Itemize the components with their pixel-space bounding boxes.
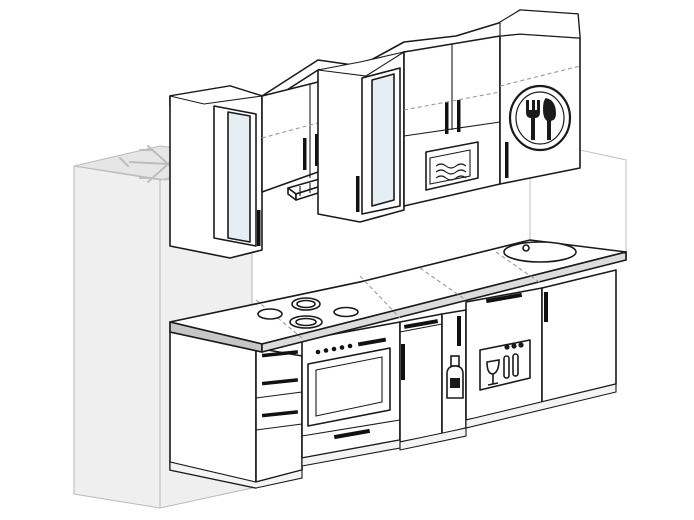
base-cabinets (169, 269, 617, 489)
hob-burner-icon (257, 297, 359, 329)
glass-cabinet-middle (317, 51, 405, 223)
bottle-icon (446, 355, 464, 399)
countertop (169, 239, 627, 353)
oven-knobs (315, 343, 353, 355)
microwave-icon (425, 141, 479, 191)
fork-knife-icon (508, 84, 572, 152)
microwave-cabinet (403, 35, 501, 207)
dishes-cabinet (499, 9, 581, 185)
dishwasher (465, 287, 543, 421)
bottle-cabinet (441, 309, 467, 435)
oven (301, 321, 401, 459)
sink-icon (503, 241, 577, 263)
dishes-icon (486, 342, 524, 386)
upper-cabinets (169, 9, 581, 259)
glass-cabinet-left (169, 85, 263, 259)
